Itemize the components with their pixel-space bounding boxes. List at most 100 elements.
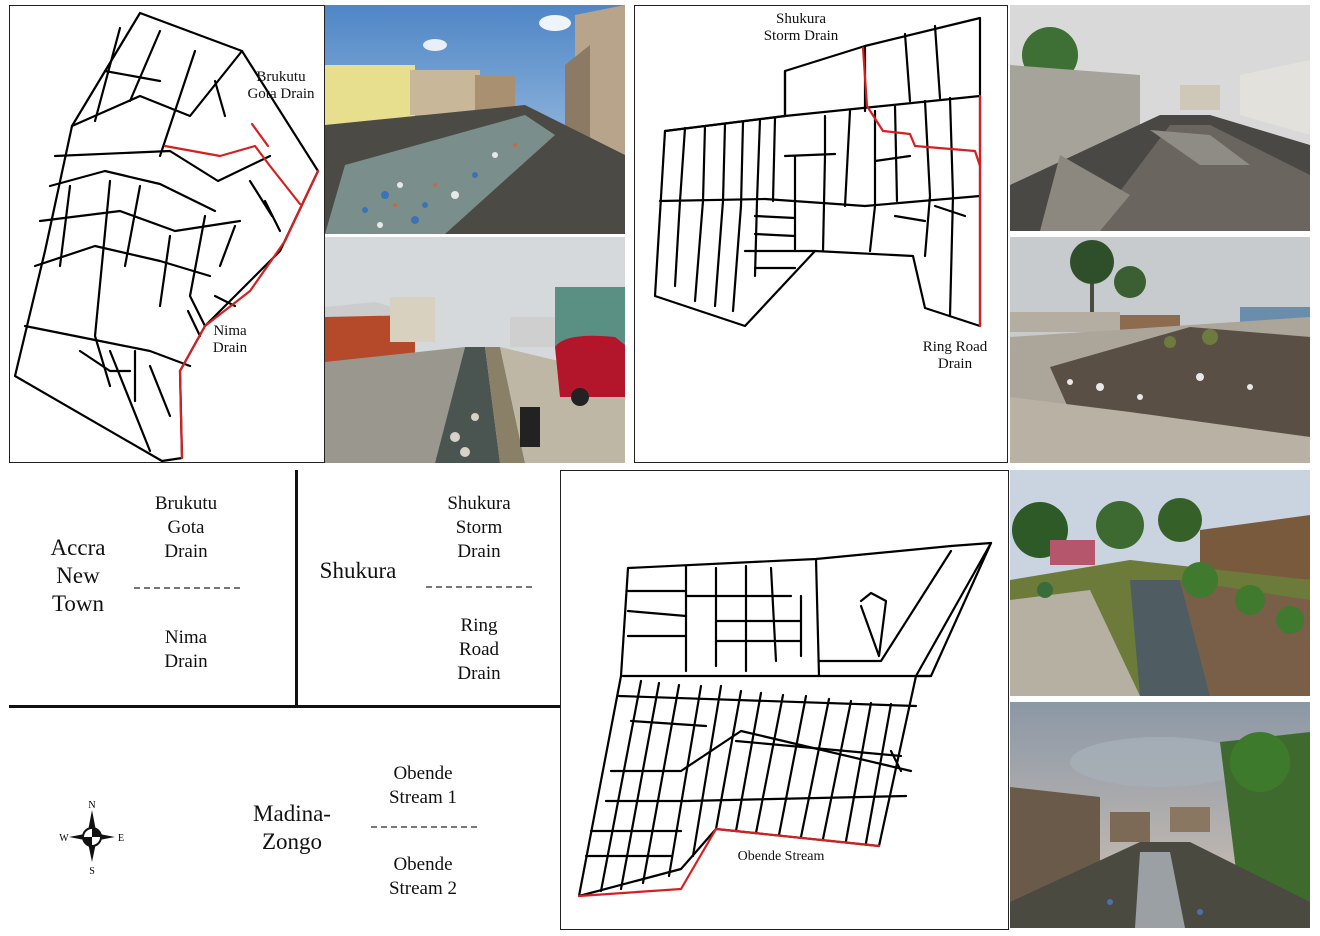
road bbox=[753, 214, 797, 220]
legend-row-madina-zongo: N S W E Madina- Zongo Obende Stream 1 Ob… bbox=[9, 710, 560, 930]
road bbox=[158, 234, 172, 308]
road bbox=[693, 124, 707, 303]
road bbox=[663, 114, 787, 133]
photo-obende-stream-2 bbox=[1010, 702, 1310, 928]
legend-community-accra-new-town: Accra New Town bbox=[50, 535, 106, 616]
compass-w: W bbox=[59, 833, 69, 844]
road bbox=[753, 232, 797, 238]
road bbox=[691, 684, 723, 858]
map-label-ring-road-drain: Ring Road Drain bbox=[922, 339, 988, 372]
road bbox=[754, 693, 785, 835]
road bbox=[213, 79, 227, 118]
road bbox=[123, 184, 142, 268]
brukutu-gota-drain-branch bbox=[250, 122, 270, 148]
road bbox=[53, 149, 272, 183]
shukura-street-map bbox=[653, 16, 982, 328]
map-label-shukura-storm-drain: Shukura Storm Drain bbox=[763, 11, 839, 44]
madina-zongo-street-map bbox=[577, 541, 993, 898]
road bbox=[821, 699, 853, 841]
road bbox=[609, 729, 913, 773]
road bbox=[859, 591, 888, 658]
road bbox=[714, 689, 743, 831]
road bbox=[814, 557, 821, 678]
road bbox=[108, 349, 152, 453]
road bbox=[821, 114, 827, 253]
legend-row-shukura: Shukura Shukura Storm Drain Ring Road Dr… bbox=[298, 470, 560, 706]
legend-row-accra-new-town: Accra New Town Brukutu Gota Drain Nima D… bbox=[9, 470, 297, 706]
road bbox=[673, 126, 687, 288]
road bbox=[864, 702, 893, 845]
legend-drain-nima: Nima Drain bbox=[164, 627, 208, 672]
legend-drain-brukutu-gota: Brukutu Gota Drain bbox=[154, 493, 218, 562]
road bbox=[128, 29, 162, 103]
road bbox=[948, 96, 955, 318]
road bbox=[629, 719, 708, 728]
road bbox=[734, 691, 763, 833]
road bbox=[889, 749, 903, 773]
map-accra-new-town: Brukutu Gota Drain Nima Drain bbox=[9, 5, 325, 463]
road bbox=[753, 117, 762, 278]
road bbox=[923, 99, 932, 258]
road bbox=[713, 122, 727, 308]
road bbox=[903, 32, 912, 103]
road bbox=[783, 94, 982, 118]
accra-new-town-street-map bbox=[13, 11, 320, 463]
road bbox=[58, 184, 72, 268]
road bbox=[641, 683, 681, 885]
legend-drain-ring-road: Ring Road Drain bbox=[457, 615, 501, 684]
legend-drain-shukura-storm: Shukura Storm Drain bbox=[447, 493, 511, 562]
road bbox=[263, 199, 282, 233]
road bbox=[218, 224, 237, 268]
obende-stream bbox=[577, 827, 881, 898]
road bbox=[23, 324, 192, 368]
road bbox=[248, 179, 274, 218]
boundary bbox=[577, 541, 993, 898]
legend-community-shukura: Shukura bbox=[319, 558, 397, 583]
road bbox=[78, 349, 132, 373]
photo-ring-road-drain bbox=[1010, 237, 1310, 463]
road bbox=[799, 697, 831, 839]
legend-vertical-divider bbox=[295, 470, 298, 706]
road bbox=[893, 104, 899, 203]
photo-nima-drain bbox=[325, 237, 625, 463]
compass-n: N bbox=[88, 800, 95, 811]
road bbox=[933, 204, 967, 218]
compass-s: S bbox=[89, 866, 95, 876]
brukutu-gota-drain bbox=[163, 144, 302, 206]
map-madina-zongo: Obende Stream bbox=[560, 470, 1009, 930]
road bbox=[188, 214, 207, 328]
photo-obende-stream-1 bbox=[1010, 470, 1310, 696]
road bbox=[148, 364, 172, 418]
road bbox=[38, 209, 242, 233]
road bbox=[843, 109, 852, 208]
road bbox=[48, 169, 217, 213]
road bbox=[844, 701, 873, 843]
compass-rose-icon: N S W E bbox=[57, 798, 127, 876]
road bbox=[914, 541, 993, 678]
road bbox=[93, 26, 122, 123]
road bbox=[667, 684, 703, 878]
legend-separator bbox=[134, 587, 240, 589]
road bbox=[619, 681, 661, 891]
map-label-nima-drain: Nima Drain bbox=[212, 323, 248, 356]
road bbox=[93, 179, 112, 388]
road bbox=[933, 24, 942, 100]
road bbox=[777, 694, 808, 837]
map-shukura: Shukura Storm Drain Ring Road Drain bbox=[634, 5, 1008, 463]
shukura-storm-drain bbox=[861, 46, 982, 168]
road bbox=[599, 679, 643, 893]
road bbox=[893, 214, 927, 223]
legend-drain-obende-stream-2: Obende Stream 2 bbox=[388, 854, 458, 899]
nima-drain bbox=[178, 169, 320, 460]
road bbox=[103, 69, 162, 83]
legend-community-madina-zongo: Madina- Zongo bbox=[253, 801, 331, 854]
photo-shukura-storm-drain bbox=[1010, 5, 1310, 231]
road bbox=[626, 609, 688, 618]
road bbox=[873, 154, 912, 163]
photo-brukutu-gota-drain bbox=[325, 5, 625, 234]
road bbox=[817, 549, 953, 663]
road bbox=[731, 120, 745, 313]
compass-e: E bbox=[118, 833, 124, 844]
map-label-obende-stream: Obende Stream bbox=[737, 849, 825, 864]
road bbox=[769, 566, 778, 663]
